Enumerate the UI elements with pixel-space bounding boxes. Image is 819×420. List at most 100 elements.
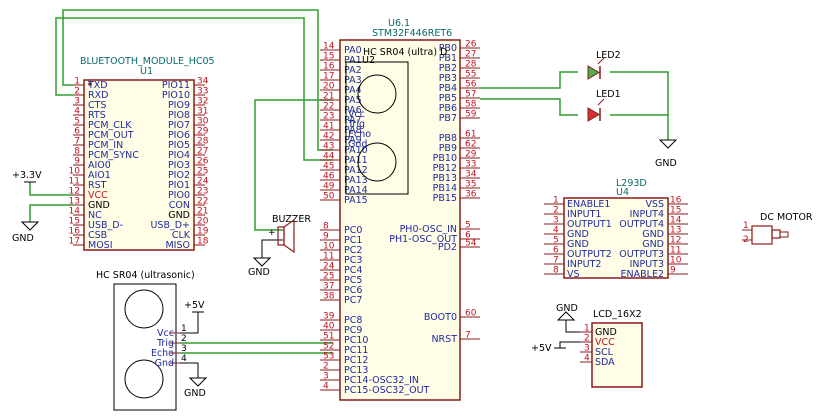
lcd-name: LCD_16X2 [593,309,642,320]
led2-label: LED2 [596,50,621,61]
u4-pin-name: INPUT4 [630,209,664,220]
mcu-body [339,39,461,401]
mcu-pin-name: PA7 [344,115,362,126]
hc05-pin-name: CON [169,200,190,211]
hc05-pin-number: 34 [197,77,209,87]
hc05-pin-name: CSB [88,230,107,241]
u2-pin-name: Vcc [348,109,365,120]
mcu-pin-number: 37 [323,282,334,292]
wire-led-gnd [610,71,669,140]
mcu-pin-number: 16 [323,62,335,72]
u4-pin-name: GND [567,229,589,240]
u4-pin-number: 3 [553,216,559,226]
hc05-pin-number: 22 [197,197,208,207]
mcu-pin-number: 40 [323,322,335,332]
u2-pin-name: Trig [347,119,365,130]
u4-pin-number: 6 [553,246,559,256]
led1-body [587,107,600,122]
u4-ref: U4 [616,187,629,198]
mcu-pin-number: 26 [465,40,477,50]
u4-pin-name: OUTPUT1 [567,219,612,230]
hc05-pin-number: 3 [74,97,80,107]
gnd-label-us: GND [184,388,206,399]
mcu-pin-name: PA2 [344,65,362,76]
mcu-pin-number: 33 [465,160,476,170]
hc05-right-pins: 34PIO1133PIO1032PIO931PIO830PIO729PIO628… [150,77,208,252]
hc05-pin-name: MOSI [88,240,113,251]
hc05-pin-number: 31 [197,107,208,117]
hc05-pin-number: 33 [197,87,208,97]
hc05-pin-number: 19 [197,227,209,237]
u4-pin-name: OUTPUT3 [619,249,664,260]
u4-pin-name: VS [567,269,580,280]
hc05-pin-number: 18 [197,237,209,247]
hc05-pin-name: AIO1 [88,170,111,181]
us-pin-number: 2 [181,334,187,344]
u4-pin-number: 4 [553,226,559,236]
hc05-pin-name: PIO9 [168,100,190,111]
mcu-pin-name: PA13 [344,175,368,186]
mcu-pin-number: 38 [323,292,335,302]
u2-body [345,61,409,195]
mcu-pin-name: PC15-OSC32_OUT [344,385,430,396]
mcu-pin-number: 44 [323,152,335,162]
mcu-pin-name: PA6 [344,105,362,116]
us-pin-name: Gnd [155,358,174,369]
motor-label: DC MOTOR [760,212,813,223]
mcu-pin-name: PC1 [344,235,362,246]
u2-ref: U2 [362,55,375,66]
led2-body [587,65,600,80]
u4-pin-name: INPUT3 [630,259,664,270]
gnd-symbol-led [658,139,678,149]
mcu-pin-name: PB9 [439,143,457,154]
lcd-pin-number: 2 [584,334,590,344]
dc-motor: DC MOTOR 1 2 [742,212,813,245]
mcu-pin-number: 58 [465,100,477,110]
wire-us-vcc [180,312,199,334]
gnd-symbol-us [188,377,208,387]
mcu-pin-name: PB4 [439,83,457,94]
u4-pin-name: GND [642,229,664,240]
hc05-pin-name: PCM_SYNC [88,150,139,161]
mcu-pin-number: 55 [465,70,476,80]
mcu-pin-name: PC14-OSC32_IN [344,375,419,386]
gnd-label-buzzer: GND [248,267,270,278]
hc05-pin-number: 28 [197,137,209,147]
mcu-pin-number: 15 [323,52,334,62]
mcu-pin-name: PB3 [439,73,457,84]
u4-pin-name: OUTPUT2 [567,249,612,260]
mcu-pin-name: PA9 [344,135,362,146]
mcu-pin-number: 45 [323,162,334,172]
hc05-pin-name: PIO3 [168,160,190,171]
mcu-pin-number: 41 [323,122,334,132]
hc05-pin-name: PIO8 [168,110,190,121]
mcu-pin-name: PB10 [433,153,457,164]
u4-name: L293D [616,178,647,189]
motor-pin2-num: 2 [743,235,749,245]
u4-pin-name: OUTPUT4 [619,219,664,230]
us-pin-name: Echo [151,348,174,359]
mcu-pin-number: 62 [465,140,476,150]
led2-ray [597,57,605,65]
hc05-pin-name: VCC [88,190,108,201]
mcu-pin-name: PA0 [344,45,362,56]
hc05-pin-number: 6 [74,127,80,137]
hc05-pin-number: 10 [69,167,81,177]
mcu-pin-name: PB12 [433,163,457,174]
u4-pin-name: ENABLE2 [621,269,664,280]
mcu-pin-number: 54 [465,239,477,249]
hc05-pin-number: 7 [74,137,80,147]
u2-transducer-bottom [357,142,397,182]
mcu-pin-name: PC7 [344,295,362,306]
wire-led1 [480,98,578,116]
hc05-pin-number: 29 [197,127,209,137]
wire-rxd [55,17,333,161]
mcu-pin-number: 59 [465,110,477,120]
led1-ray [597,98,605,106]
